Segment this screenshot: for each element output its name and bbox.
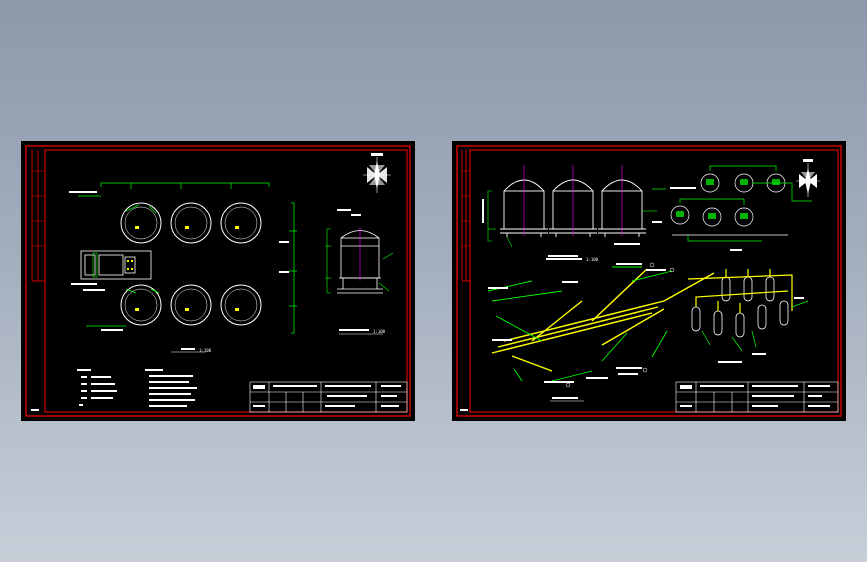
iso-vessel-branch	[701, 300, 809, 352]
isometric-piping-main	[491, 268, 715, 372]
tank	[170, 202, 212, 244]
binding-ticks	[32, 170, 45, 247]
plan-title: 1:100	[171, 348, 212, 353]
drawing-sheet-left[interactable]: 1:100	[21, 141, 415, 421]
sheet-right-canvas: 1:100	[456, 145, 842, 417]
tank	[120, 284, 162, 326]
general-notes	[145, 369, 197, 407]
inner-frame	[44, 149, 408, 413]
tank-row-top	[120, 202, 262, 244]
sheet-left-canvas: 1:100	[25, 145, 411, 417]
tank-centerlines	[523, 165, 623, 236]
logo-mark	[253, 385, 265, 389]
vessel-fill	[676, 179, 780, 219]
plan-labels	[69, 191, 289, 331]
tank	[220, 202, 262, 244]
pump-skid	[80, 250, 152, 280]
compass-icon	[363, 153, 391, 193]
title-block	[675, 381, 839, 413]
iso-vessel-piping	[687, 269, 793, 313]
tank	[220, 284, 262, 326]
tank-nozzles	[125, 204, 160, 294]
title-block-text	[680, 385, 830, 407]
drawing-sheet-right[interactable]: 1:100	[452, 141, 846, 421]
outer-frame	[25, 145, 411, 417]
isometric-piping-branch	[487, 266, 673, 382]
plan-scale-label: 1:100	[199, 348, 212, 353]
section-title-1: 1:100	[546, 257, 599, 262]
title-block-text	[253, 385, 401, 407]
elevation-scale-label: 1:100	[373, 329, 386, 334]
tank	[120, 202, 162, 244]
elevation-dimensions	[325, 228, 394, 294]
tank-dimensions	[487, 190, 657, 248]
vessel-piping	[652, 165, 812, 242]
compass-icon	[796, 159, 820, 197]
outer-frame	[456, 145, 842, 417]
iso-labels	[488, 263, 666, 399]
plan-dimensions	[78, 182, 297, 334]
tank-markers	[135, 226, 239, 311]
tank	[170, 284, 212, 326]
tank-row-bottom	[120, 284, 262, 326]
logo-mark	[680, 385, 692, 389]
title-block	[249, 381, 408, 413]
legend-notes	[77, 369, 117, 406]
elevation-title: 1:100	[339, 329, 386, 335]
vessel-group-top	[670, 173, 788, 236]
section-scale-label: 1:100	[586, 257, 599, 262]
skid-markers	[127, 260, 133, 270]
